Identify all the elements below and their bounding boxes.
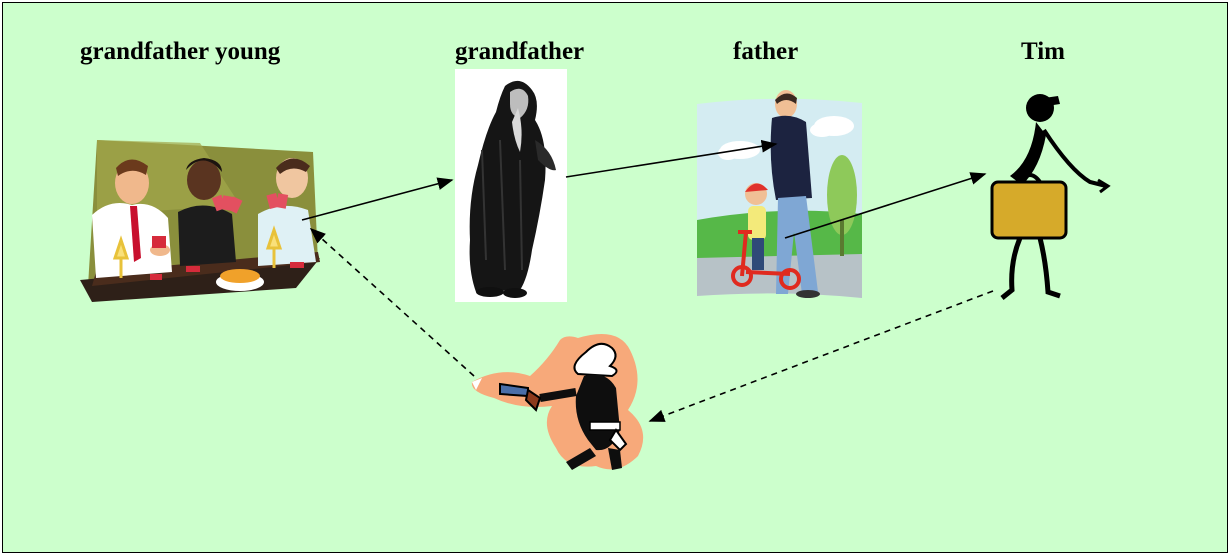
label-tim: Tim [1021,38,1065,65]
edge-poker-to-oldman [301,177,454,221]
label-father: father [733,38,799,65]
card-players-clipart-icon [80,140,320,302]
edge-gunslinger-to-poker [309,227,475,377]
cowboy-gunslinger-icon [471,334,644,470]
father-son-scooter-icon [697,90,862,298]
edge-son-to-tim [784,172,987,239]
old-man-figure-icon [455,69,567,302]
edge-tim-to-gunslinger [648,290,994,422]
label-grandfather-young: grandfather young [80,38,281,65]
edge-oldman-to-father [565,139,778,178]
label-grandfather: grandfather [455,38,585,65]
traveler-with-suitcase-icon [990,94,1111,300]
